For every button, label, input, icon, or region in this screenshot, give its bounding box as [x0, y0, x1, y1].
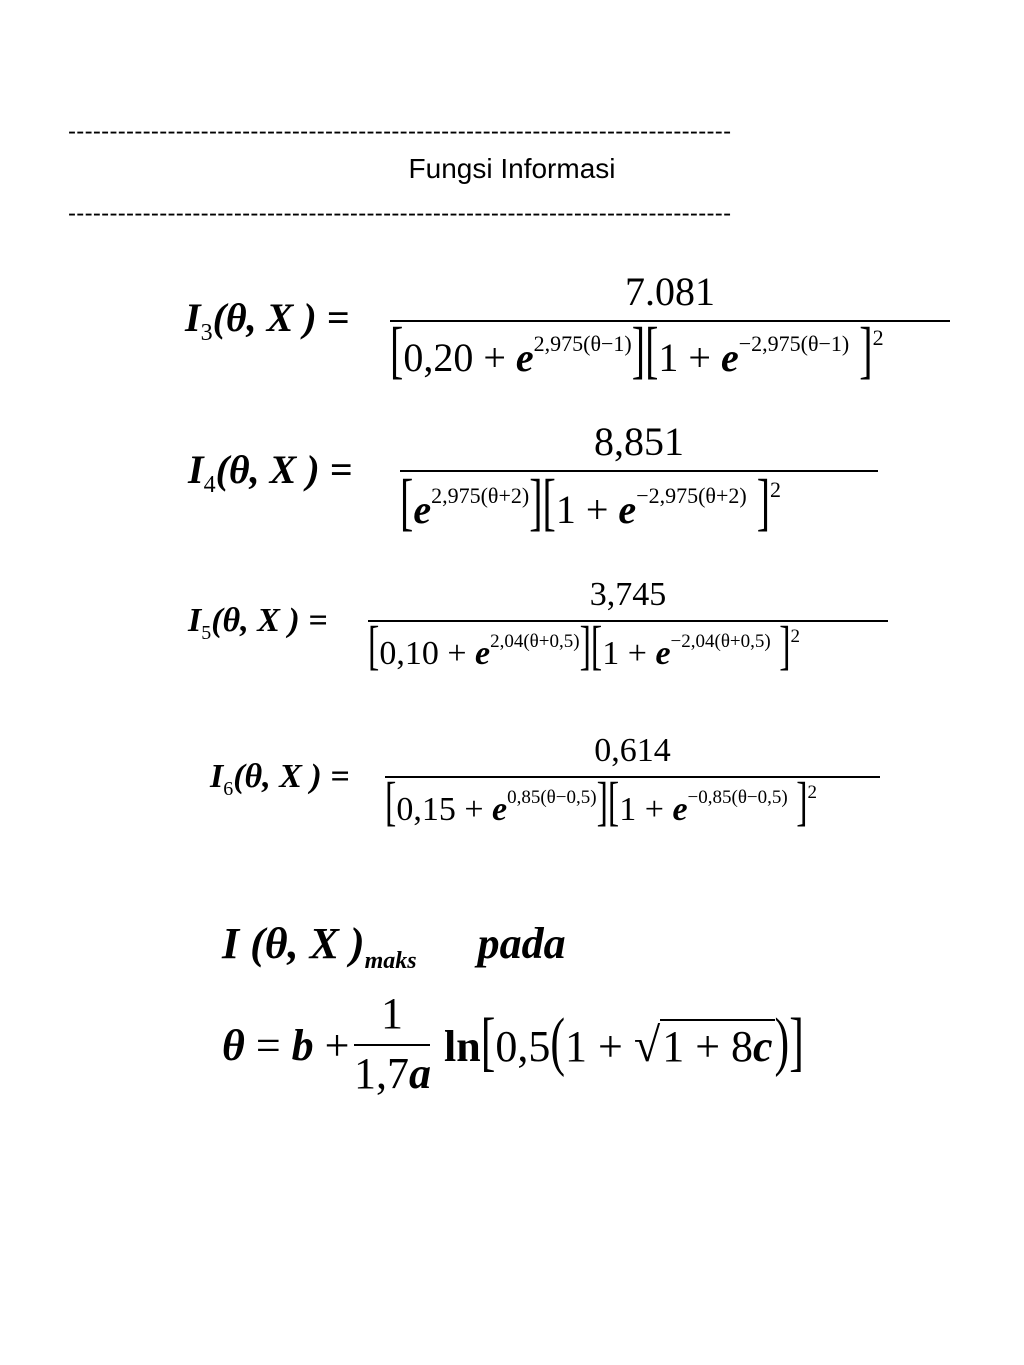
denominator: [0,20 + e2,975(θ−1)][1 + e−2,975(θ−1) ]2: [390, 313, 884, 386]
numerator: 7.081: [625, 269, 715, 314]
equation-lhs: I5(θ, X ) =: [188, 602, 328, 644]
fraction: 7.081 [0,20 + e2,975(θ−1)][1 + e−2,975(θ…: [390, 268, 950, 398]
equation-i5: I5(θ, X ) = 3,745 [0,10 + e2,04(θ+0,5)][…: [188, 576, 898, 696]
top-rule: ----------------------------------------…: [68, 120, 732, 144]
fraction: 8,851 [e2,975(θ+2)][1 + e−2,975(θ+2) ]2: [400, 418, 878, 548]
coefficient-bar: [354, 1044, 430, 1046]
fraction-bar: [368, 620, 888, 622]
equation-i4: I4(θ, X ) = 8,851 [e2,975(θ+2)][1 + e−2,…: [188, 418, 888, 548]
fraction: 3,745 [0,10 + e2,04(θ+0,5)][1 + e−2,04(θ…: [368, 576, 888, 696]
coefficient-denominator: 1,7a: [354, 1049, 431, 1098]
fraction-bar: [400, 470, 878, 472]
equation-lhs: I4(θ, X ) =: [188, 447, 353, 498]
page-title: Fungsi Informasi: [408, 153, 616, 184]
fraction: 0,614 [0,15 + e0,85(θ−0,5)][1 + e−0,85(θ…: [385, 732, 880, 852]
equation-lhs: I6(θ, X ) =: [210, 758, 350, 800]
coefficient-fraction: 1 1,7a: [354, 988, 431, 1098]
theta-max-equation: θ = b + 1 1,7a ln[0,5(1 + √1 + 8c)]: [222, 988, 822, 1108]
denominator: [0,10 + e2,04(θ+0,5)][1 + e−2,04(θ+0,5) …: [368, 616, 801, 677]
equation-lhs: I3(θ, X ) =: [185, 295, 350, 346]
coefficient-numerator: 1: [381, 989, 403, 1038]
equation-i6: I6(θ, X ) = 0,614 [0,15 + e0,85(θ−0,5)][…: [210, 732, 890, 852]
sqrt-icon: √: [633, 1019, 661, 1072]
bottom-rule: ----------------------------------------…: [68, 202, 732, 226]
numerator: 8,851: [594, 419, 684, 464]
fraction-bar: [385, 776, 880, 778]
denominator: [e2,975(θ+2)][1 + e−2,975(θ+2) ]2: [400, 465, 782, 538]
denominator: [0,15 + e0,85(θ−0,5)][1 + e−0,85(θ−0,5) …: [385, 772, 818, 833]
numerator: 0,614: [594, 732, 671, 769]
log-expression: ln[0,5(1 + √1 + 8c)]: [444, 1004, 804, 1079]
max-information-line: I (θ, X )maks pada: [222, 919, 566, 974]
theta-lhs: θ = b +: [222, 1021, 350, 1070]
numerator: 3,745: [589, 576, 667, 613]
equation-i3: I3(θ, X ) = 7.081 [0,20 + e2,975(θ−1)][1…: [185, 268, 955, 398]
fraction-bar: [390, 320, 950, 322]
